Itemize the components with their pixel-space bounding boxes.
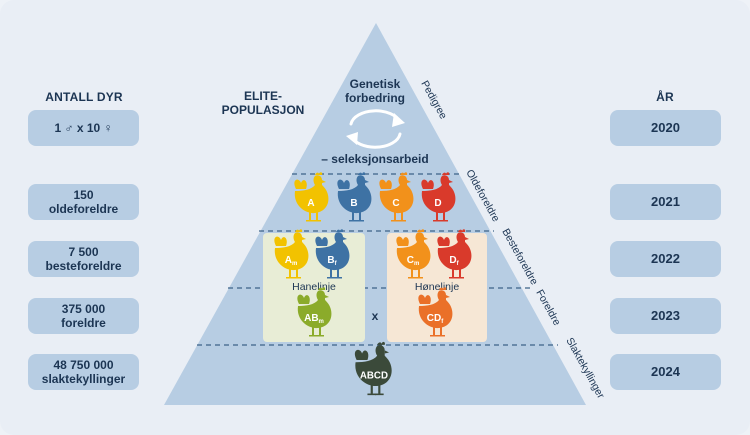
honelinje-label: Hønelinje: [415, 281, 460, 293]
chicken-label: C: [392, 198, 399, 209]
year-box-2020: 2020: [610, 110, 721, 146]
selection-label: – seleksjonsarbeid: [321, 152, 428, 166]
chicken-label: CDf: [427, 313, 444, 325]
right-column-header: ÅR: [656, 90, 674, 104]
chicken-cdf-icon: CDf: [418, 287, 453, 337]
cycle-arrowhead-right: [392, 113, 405, 127]
animal-count-text: 375 000 foreldre: [61, 302, 106, 330]
genetic-line2: forbedring: [345, 91, 405, 105]
animal-count-box-elite: 1 ♂ x 10 ♀: [28, 110, 139, 146]
elite-label-line1: ELITE-: [244, 89, 282, 103]
chicken-beak: [424, 237, 428, 240]
left-column-header: ANTALL DYR: [45, 90, 123, 104]
chicken-a-icon: A: [294, 172, 329, 222]
chicken-beak: [302, 237, 306, 240]
year-text: 2024: [651, 364, 680, 379]
chicken-label: Df: [449, 255, 459, 267]
genetic-line1: Genetisk: [350, 77, 401, 91]
chicken-beak: [343, 237, 347, 240]
year-box-2021: 2021: [610, 184, 721, 220]
chicken-beak: [449, 180, 453, 183]
chicken-bf-icon: Bf: [315, 229, 350, 279]
chicken-comb: [417, 229, 425, 232]
chicken-comb: [318, 287, 326, 290]
chicken-abcd-icon: ABCD: [354, 341, 392, 396]
chicken-comb: [377, 341, 385, 345]
chicken-comb: [336, 229, 344, 232]
chicken-df-icon: Df: [437, 229, 472, 279]
animal-count-box-great-grandparents: 150 oldeforeldre: [28, 184, 139, 220]
chicken-comb: [439, 287, 447, 290]
cross-symbol: x: [372, 309, 379, 323]
chicken-label: D: [434, 198, 441, 209]
animal-count-text: 150 oldeforeldre: [48, 188, 119, 216]
chicken-beak: [407, 180, 411, 183]
year-box-2023: 2023: [610, 298, 721, 334]
year-text: 2021: [651, 194, 680, 209]
animal-count-box-grandparents: 7 500 besteforeldre: [28, 241, 139, 277]
year-text: 2020: [651, 120, 680, 135]
chicken-label: B: [350, 198, 357, 209]
chicken-beak: [325, 295, 329, 298]
chicken-c-icon: C: [379, 172, 414, 222]
animal-count-text: 1 ♂ x 10 ♀: [54, 121, 113, 135]
chicken-am-icon: Am: [274, 229, 309, 279]
chicken-d-icon: D: [421, 172, 456, 222]
cycle-arrowhead-left: [346, 132, 358, 145]
animal-count-text: 48 750 000 slaktekyllinger: [41, 358, 126, 386]
elite-label-line2: POPULASJON: [222, 103, 305, 117]
chicken-label: ABCD: [360, 370, 388, 381]
chicken-b-icon: B: [337, 172, 372, 222]
year-box-2024: 2024: [610, 354, 721, 390]
hanelinje-label: Hanelinje: [292, 281, 336, 293]
chicken-beak: [384, 350, 390, 354]
animal-count-box-broilers: 48 750 000 slaktekyllinger: [28, 354, 139, 390]
year-text: 2022: [651, 251, 680, 266]
chicken-comb: [442, 172, 450, 175]
chicken-label: A: [307, 198, 314, 209]
animal-count-text: 7 500 besteforeldre: [45, 245, 122, 273]
chicken-abm-icon: ABm: [297, 287, 332, 337]
chicken-label: Bf: [327, 255, 337, 267]
chicken-beak: [465, 237, 469, 240]
year-text: 2023: [651, 308, 680, 323]
chicken-comb: [458, 229, 466, 232]
chicken-comb: [358, 172, 366, 175]
chicken-comb: [315, 172, 323, 175]
chicken-cm-icon: Cm: [396, 229, 431, 279]
chicken-beak: [365, 180, 369, 183]
year-box-2022: 2022: [610, 241, 721, 277]
animal-count-box-parents: 375 000 foreldre: [28, 298, 139, 334]
chicken-comb: [400, 172, 408, 175]
chicken-comb: [295, 229, 303, 232]
chicken-beak: [322, 180, 326, 183]
chicken-beak: [446, 295, 450, 298]
